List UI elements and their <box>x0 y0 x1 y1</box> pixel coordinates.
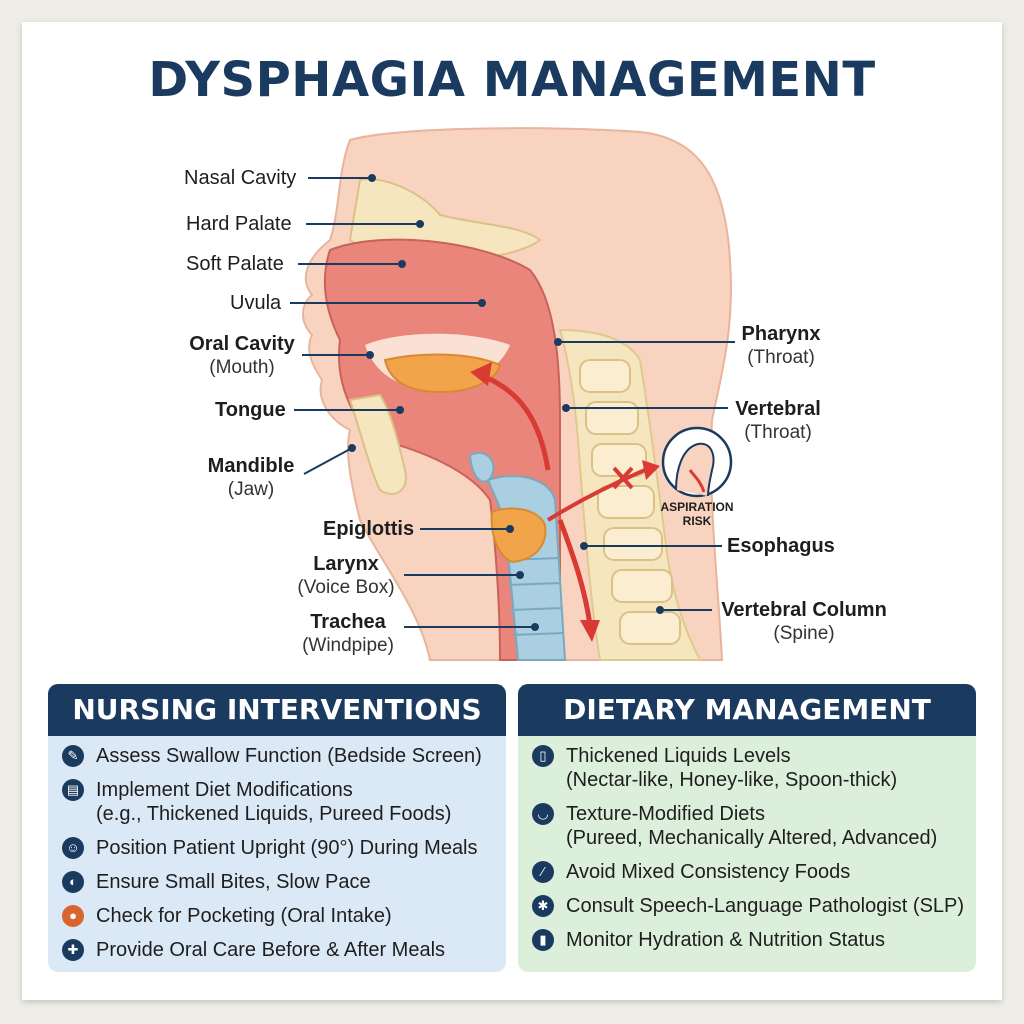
epiglottis-shape <box>468 452 495 483</box>
nursing-interventions-panel: NURSING INTERVENTIONS ✎ Assess Swallow F… <box>48 684 506 972</box>
label-vertebral: Vertebral(Throat) <box>735 398 821 443</box>
no-mix-icon: ⁄ <box>532 861 554 883</box>
list-item: ✚ Provide Oral Care Before & After Meals <box>48 938 506 962</box>
pill-icon: ● <box>62 905 84 927</box>
label-mandible: Mandible(Jaw) <box>207 455 295 500</box>
swallow-arrow-up <box>479 372 551 471</box>
aspiration-risk-label: ASPIRATION RISK <box>660 500 734 528</box>
diet-heading: DIETARY MANAGEMENT <box>518 684 976 736</box>
list-item: ⁄ Avoid Mixed Consistency Foods <box>518 860 976 884</box>
list-item: ▮ Monitor Hydration & Nutrition Status <box>518 928 976 952</box>
oral-care-icon: ✚ <box>62 939 84 961</box>
bowl-icon: ◡ <box>532 803 554 825</box>
mandible-bone <box>348 393 407 495</box>
page-title: DYSPHAGIA MANAGEMENT <box>148 52 876 108</box>
spoon-icon: ◐ <box>62 871 84 893</box>
leader-lines <box>290 174 735 631</box>
label-tongue: Tongue <box>215 399 286 421</box>
label-uvula: Uvula <box>230 292 282 314</box>
aspiration-x-icon <box>612 466 634 490</box>
label-soft-palate: Soft Palate <box>186 253 284 275</box>
label-vertebral-column: Vertebral Column(Spine) <box>721 599 887 644</box>
list-item: ☺ Position Patient Upright (90°) During … <box>48 836 506 860</box>
label-hard-palate: Hard Palate <box>186 213 292 235</box>
list-item: ▤ Implement Diet Modifications (e.g., Th… <box>48 778 506 826</box>
label-trachea: Trachea(Windpipe) <box>302 611 394 656</box>
aspiration-arrow <box>546 468 646 522</box>
aspiration-arrow-head <box>642 460 660 480</box>
label-nasal-cavity: Nasal Cavity <box>184 167 297 189</box>
specialist-icon: ✱ <box>532 895 554 917</box>
list-item: ● Check for Pocketing (Oral Intake) <box>48 904 506 928</box>
swallow-arrow-up-head <box>470 362 492 386</box>
larynx-shape <box>490 507 547 564</box>
assess-icon: ✎ <box>62 745 84 767</box>
diet-list: ▯ Thickened Liquids Levels (Nectar-like,… <box>518 736 976 952</box>
swallow-arrow-down <box>557 519 593 626</box>
list-item: ✱ Consult Speech-Language Pathologist (S… <box>518 894 976 918</box>
label-pharynx: Pharynx(Throat) <box>741 323 821 368</box>
nursing-heading: NURSING INTERVENTIONS <box>48 684 506 736</box>
label-larynx: Larynx(Voice Box) <box>297 553 395 598</box>
list-item: ▯ Thickened Liquids Levels (Nectar-like,… <box>518 744 976 792</box>
bottle-icon: ▮ <box>532 929 554 951</box>
label-esophagus: Esophagus <box>727 535 835 557</box>
diet-tray-icon: ▤ <box>62 779 84 801</box>
list-item: ◡ Texture-Modified Diets (Pureed, Mechan… <box>518 802 976 850</box>
vertebrae <box>579 359 681 645</box>
label-oral-cavity: Oral Cavity(Mouth) <box>189 333 295 378</box>
cup-icon: ▯ <box>532 745 554 767</box>
list-item: ◐ Ensure Small Bites, Slow Pace <box>48 870 506 894</box>
nursing-list: ✎ Assess Swallow Function (Bedside Scree… <box>48 736 506 962</box>
list-item: ✎ Assess Swallow Function (Bedside Scree… <box>48 744 506 768</box>
upright-person-icon: ☺ <box>62 837 84 859</box>
dietary-management-panel: DIETARY MANAGEMENT ▯ Thickened Liquids L… <box>518 684 976 972</box>
swallow-arrow-down-head <box>580 620 600 642</box>
label-epiglottis: Epiglottis <box>323 518 415 540</box>
